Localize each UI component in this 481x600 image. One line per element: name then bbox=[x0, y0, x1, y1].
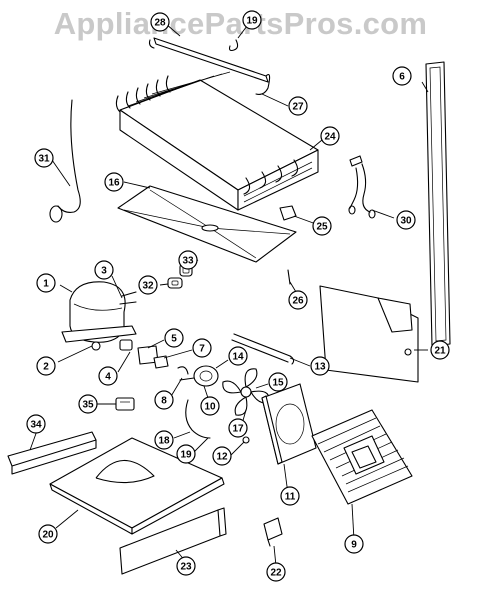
svg-text:26: 26 bbox=[292, 296, 304, 307]
callout-15: 15 bbox=[268, 372, 288, 392]
svg-text:34: 34 bbox=[30, 420, 42, 431]
svg-text:19: 19 bbox=[246, 16, 258, 27]
callout-32: 32 bbox=[138, 275, 158, 295]
small-bracket-part bbox=[263, 517, 283, 547]
svg-text:7: 7 bbox=[199, 344, 205, 355]
fan-blade-part bbox=[222, 368, 270, 416]
fan-shroud-part bbox=[261, 383, 317, 465]
svg-text:3: 3 bbox=[101, 266, 107, 277]
svg-text:24: 24 bbox=[324, 132, 336, 143]
svg-text:4: 4 bbox=[105, 372, 111, 383]
svg-text:19: 19 bbox=[180, 450, 192, 461]
callout-10: 10 bbox=[200, 396, 220, 416]
svg-text:16: 16 bbox=[108, 178, 120, 189]
screw-part bbox=[242, 436, 250, 444]
svg-text:10: 10 bbox=[204, 402, 216, 413]
callout-11: 11 bbox=[280, 486, 300, 506]
svg-text:1: 1 bbox=[43, 279, 49, 290]
callout-17: 17 bbox=[228, 418, 248, 438]
callout-22: 22 bbox=[266, 562, 286, 582]
svg-text:31: 31 bbox=[38, 154, 50, 165]
svg-text:22: 22 bbox=[270, 568, 282, 579]
callout-13: 13 bbox=[310, 356, 330, 376]
callout-28: 28 bbox=[150, 12, 170, 32]
svg-text:20: 20 bbox=[42, 530, 54, 541]
callout-9: 9 bbox=[344, 534, 364, 554]
callout-31: 31 bbox=[34, 148, 54, 168]
svg-text:23: 23 bbox=[180, 562, 192, 573]
callout-18: 18 bbox=[154, 430, 174, 450]
bottom-bar-part bbox=[119, 507, 227, 575]
callout-25: 25 bbox=[312, 216, 332, 236]
svg-text:17: 17 bbox=[232, 424, 244, 435]
callout-35: 35 bbox=[78, 394, 98, 414]
callout-12: 12 bbox=[212, 446, 232, 466]
svg-text:27: 27 bbox=[292, 102, 304, 113]
evaporator-part bbox=[115, 71, 319, 211]
svg-text:8: 8 bbox=[161, 396, 167, 407]
sensor-part bbox=[348, 155, 376, 219]
svg-text:28: 28 bbox=[154, 18, 166, 29]
svg-text:21: 21 bbox=[434, 346, 446, 357]
callout-30: 30 bbox=[396, 210, 416, 230]
condenser-tube-part bbox=[231, 333, 295, 365]
callout-1: 1 bbox=[36, 273, 56, 293]
callout-33: 33 bbox=[178, 250, 198, 270]
condenser-part bbox=[311, 409, 413, 505]
callout-34: 34 bbox=[26, 414, 46, 434]
svg-text:33: 33 bbox=[182, 256, 194, 267]
svg-text:12: 12 bbox=[216, 452, 228, 463]
callout-26: 26 bbox=[288, 290, 308, 310]
callout-27: 27 bbox=[288, 96, 308, 116]
svg-text:14: 14 bbox=[232, 352, 244, 363]
compressor-part bbox=[61, 281, 137, 351]
svg-text:9: 9 bbox=[351, 540, 357, 551]
svg-text:6: 6 bbox=[399, 72, 405, 83]
cover-panel-part bbox=[319, 285, 419, 383]
callout-8: 8 bbox=[154, 390, 174, 410]
relay-overload-part bbox=[119, 339, 169, 369]
gasket-strip-part bbox=[425, 61, 451, 347]
callout-19: 19 bbox=[176, 444, 196, 464]
wire-harness-part bbox=[185, 399, 211, 439]
svg-text:15: 15 bbox=[272, 378, 284, 389]
svg-text:32: 32 bbox=[142, 281, 154, 292]
svg-text:2: 2 bbox=[43, 362, 49, 373]
svg-text:18: 18 bbox=[158, 436, 170, 447]
callout-5: 5 bbox=[164, 328, 184, 348]
pin-part bbox=[287, 269, 291, 285]
svg-text:25: 25 bbox=[316, 222, 328, 233]
thermostat-part bbox=[115, 397, 135, 411]
callout-4: 4 bbox=[98, 366, 118, 386]
callout-20: 20 bbox=[38, 524, 58, 544]
callout-24: 24 bbox=[320, 126, 340, 146]
callout-19-top: 19 bbox=[242, 10, 262, 30]
drain-pan-part bbox=[117, 185, 297, 263]
callout-7: 7 bbox=[192, 338, 212, 358]
callout-2: 2 bbox=[36, 356, 56, 376]
callout-21: 21 bbox=[430, 340, 450, 360]
callout-6: 6 bbox=[392, 66, 412, 86]
svg-text:5: 5 bbox=[171, 334, 177, 345]
clip-part bbox=[279, 205, 297, 221]
left-angle-bar-part bbox=[7, 431, 97, 475]
svg-text:30: 30 bbox=[400, 216, 412, 227]
top-rod-part bbox=[148, 37, 271, 95]
callout-16: 16 bbox=[104, 172, 124, 192]
callout-3: 3 bbox=[94, 260, 114, 280]
fan-motor-part bbox=[177, 365, 219, 387]
svg-text:11: 11 bbox=[285, 492, 296, 503]
svg-text:13: 13 bbox=[314, 362, 326, 373]
callout-23: 23 bbox=[176, 556, 196, 576]
callout-14: 14 bbox=[228, 346, 248, 366]
drain-tube-part bbox=[49, 99, 81, 223]
svg-text:35: 35 bbox=[82, 400, 94, 411]
